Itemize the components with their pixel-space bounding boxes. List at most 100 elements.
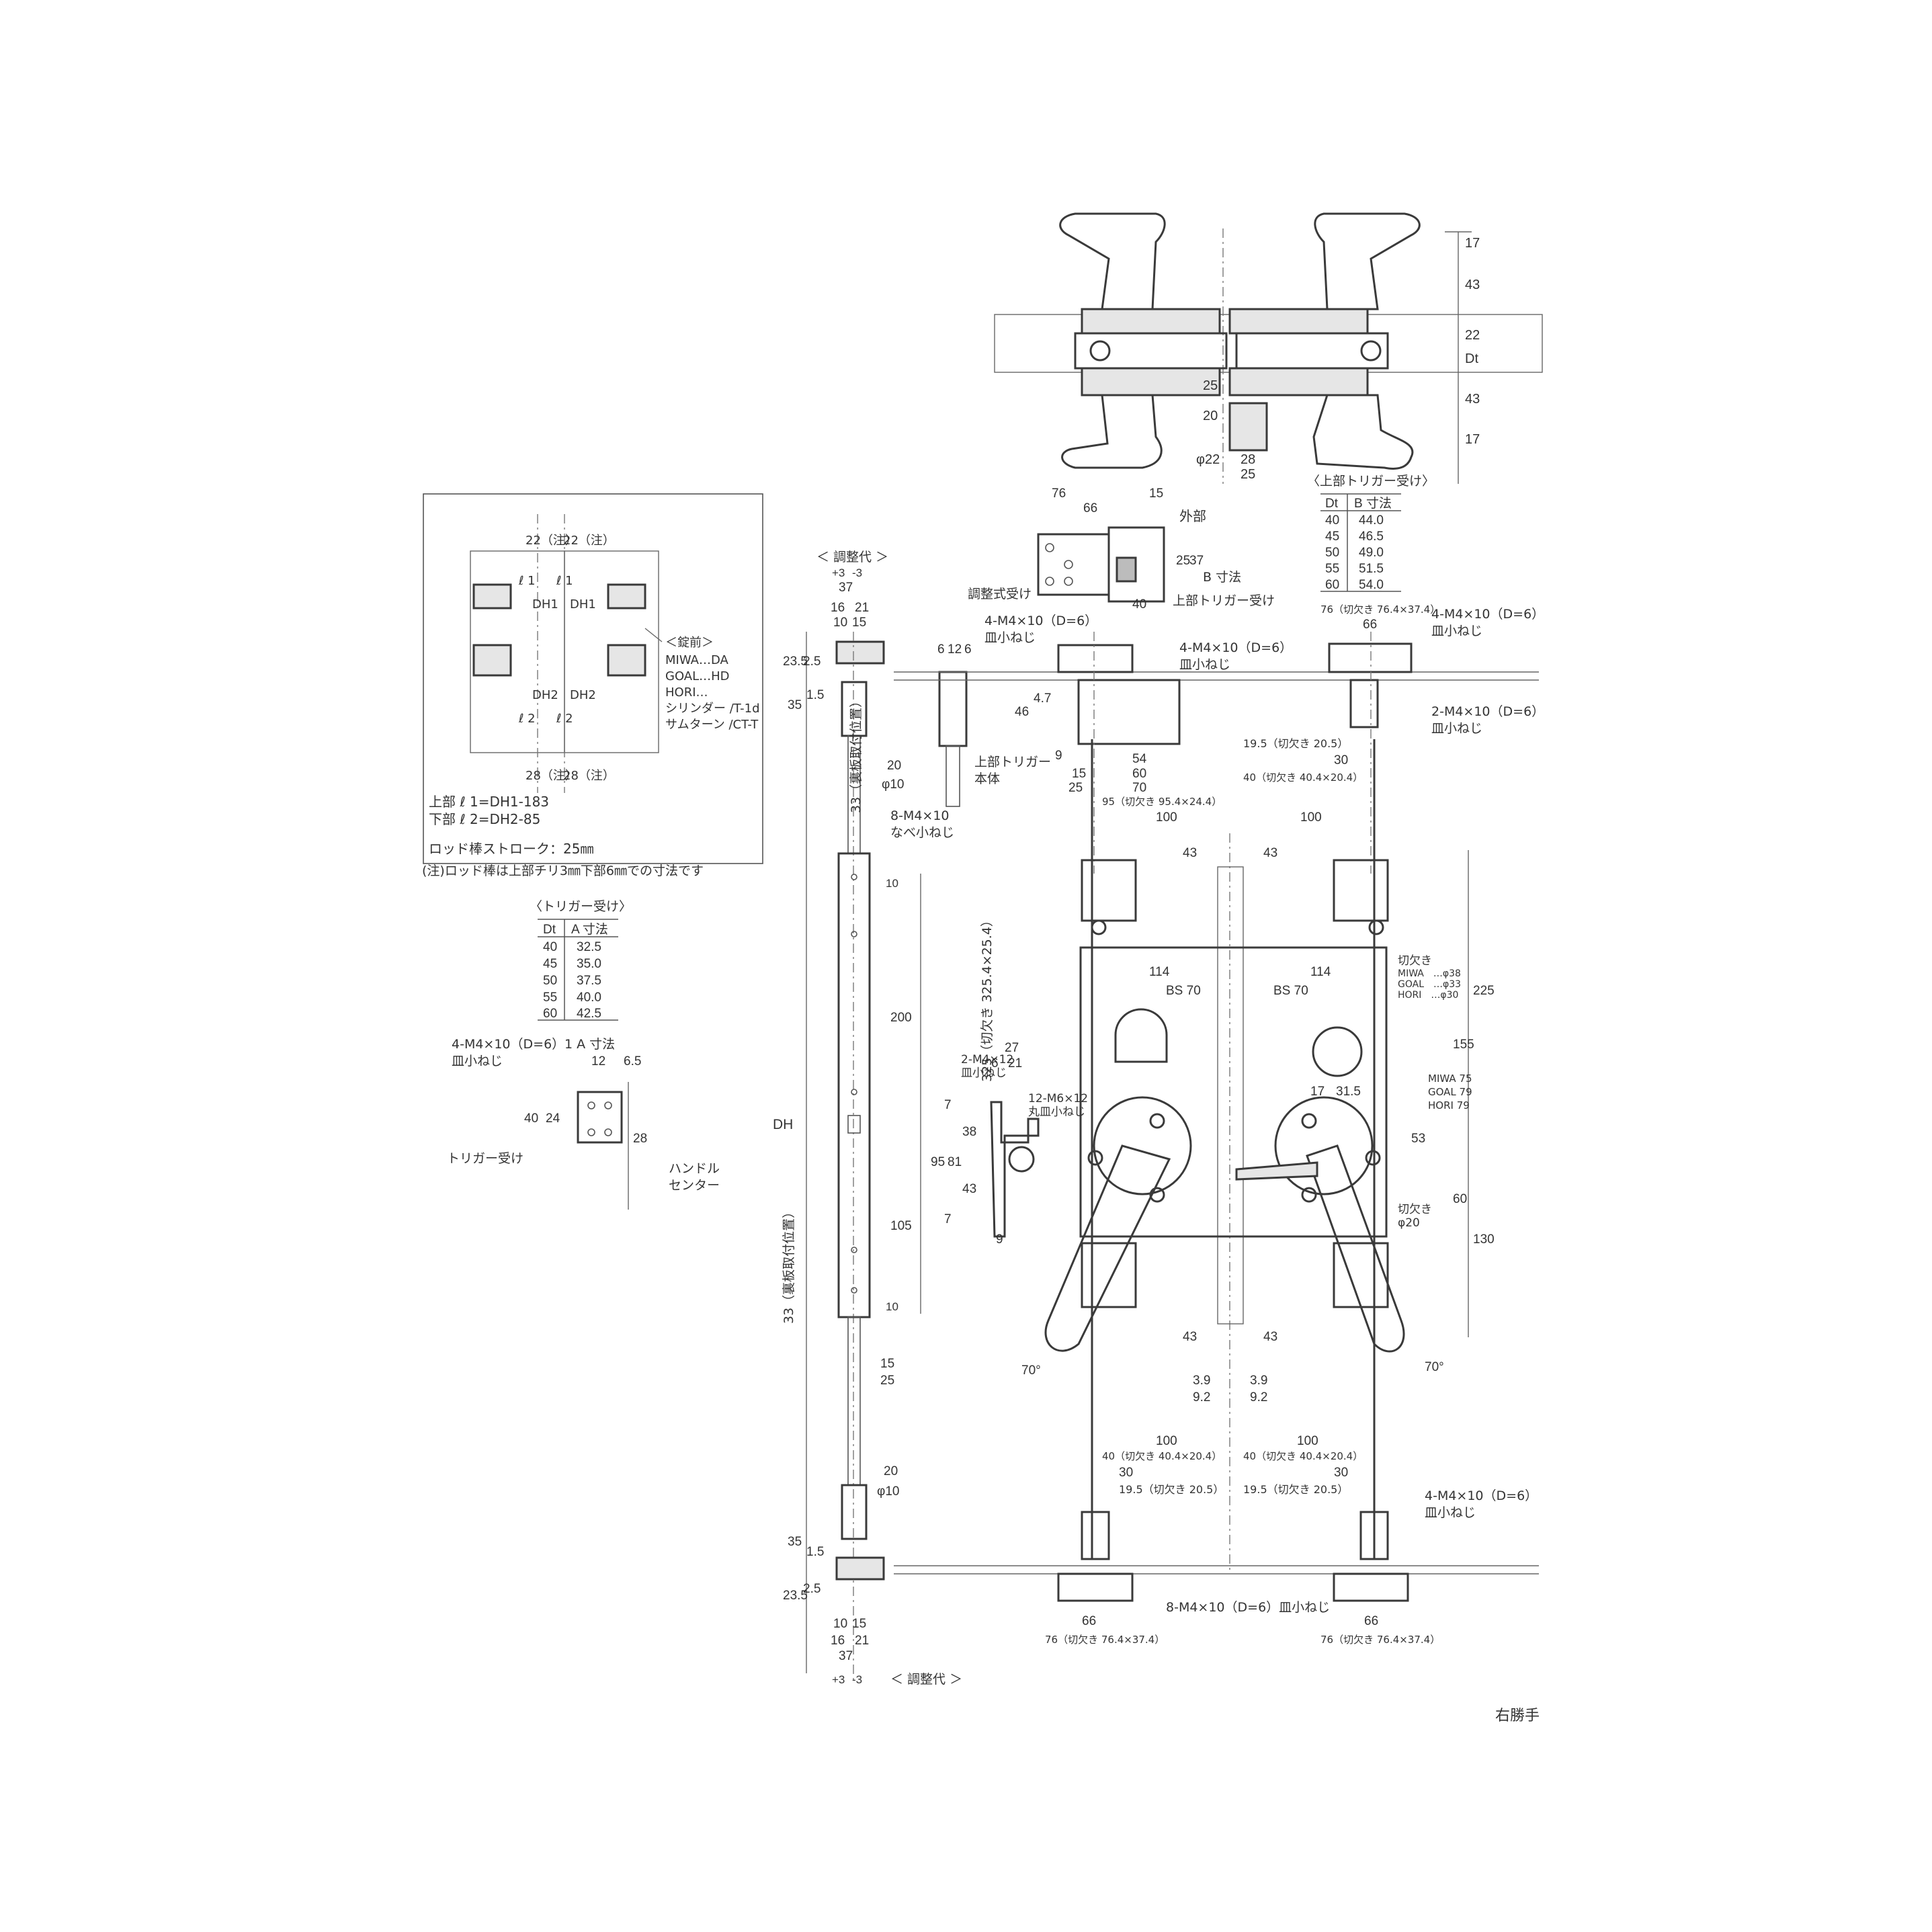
table-cell: 54.0 bbox=[1359, 578, 1384, 592]
dim: 40（切欠き 40.4×20.4） bbox=[1102, 1450, 1222, 1462]
dim: 30 bbox=[1334, 1466, 1348, 1480]
dim: 76（切欠き 76.4×37.4） bbox=[1320, 603, 1440, 616]
dim: 30 bbox=[1119, 1466, 1133, 1480]
cut-note: φ20 bbox=[1398, 1216, 1420, 1230]
dim: 25 bbox=[1176, 554, 1190, 568]
dim: 40（切欠き 40.4×20.4） bbox=[1243, 1450, 1363, 1462]
brand-dim: MIWA 75 bbox=[1428, 1073, 1472, 1085]
lock-front-line: MIWA…DA bbox=[665, 653, 729, 667]
pm-label: -3 bbox=[852, 1673, 862, 1686]
dim: φ10 bbox=[882, 778, 904, 792]
dim: 16 bbox=[831, 1634, 845, 1648]
table-cell: 49.0 bbox=[1359, 546, 1384, 560]
dim: 3.9 bbox=[1193, 1374, 1210, 1388]
screw-label: 4-M4×10（D=6） bbox=[1431, 607, 1544, 622]
lever-top-right bbox=[1314, 212, 1421, 310]
table-cell: 60 bbox=[543, 1007, 557, 1021]
dim: 10 bbox=[886, 877, 898, 890]
cutout-note: HORI …φ30 bbox=[1398, 990, 1458, 1001]
dim: 37 bbox=[839, 1649, 853, 1663]
dim: 19.5（切欠き 20.5） bbox=[1243, 1483, 1348, 1496]
dim: 37 bbox=[839, 581, 853, 595]
dim: 27 bbox=[1005, 1041, 1019, 1055]
dim: 43 bbox=[1263, 846, 1277, 860]
backset-label: BS 70 bbox=[1166, 984, 1201, 998]
screw-label: 皿小ねじ bbox=[1425, 1505, 1476, 1520]
dh1-label: DH1 bbox=[532, 597, 558, 612]
dim: 10 bbox=[886, 1300, 898, 1313]
dim: 25 bbox=[1068, 781, 1083, 795]
dim: 43 bbox=[1183, 846, 1197, 860]
top-view: 17 43 22 Dt 43 17 25 20 φ22 28 25 bbox=[994, 212, 1543, 484]
dim: 33（裏板取付位置） bbox=[782, 1206, 796, 1324]
dim: 76（切欠き 76.4×37.4） bbox=[1320, 1634, 1440, 1646]
note: 22（注） bbox=[526, 534, 577, 548]
dim: 16 bbox=[831, 601, 845, 615]
lock-front-line: GOAL…HD bbox=[665, 669, 730, 683]
dim: 10 bbox=[833, 1617, 847, 1631]
trigger-receiver-label: トリガー受け bbox=[447, 1151, 523, 1166]
dim: 95（切欠き 95.4×24.4） bbox=[1102, 796, 1222, 808]
dim: 21 bbox=[855, 1634, 869, 1648]
table-header: Dt bbox=[1325, 497, 1339, 511]
screw-label: 12-M6×12 bbox=[1028, 1092, 1088, 1105]
ell2-label: ℓ 2 bbox=[556, 712, 573, 726]
screw-label: 8-M4×10 bbox=[890, 808, 950, 823]
table-header: B 寸法 bbox=[1354, 496, 1392, 511]
dim: 9.2 bbox=[1193, 1390, 1210, 1404]
table-title: 〈上部トリガー受け〉 bbox=[1307, 474, 1435, 489]
dim: 66 bbox=[1363, 618, 1377, 632]
lock-bottom: 100 40（切欠き 40.4×20.4） 30 19.5（切欠き 20.5） … bbox=[894, 1434, 1539, 1646]
screw-label: 4-M4×10（D=6） bbox=[984, 614, 1097, 628]
hand-label: 右勝手 bbox=[1495, 1708, 1540, 1724]
dim: 9.2 bbox=[1250, 1390, 1267, 1404]
table-cell: 32.5 bbox=[577, 940, 601, 954]
dim: 7 bbox=[944, 1098, 952, 1112]
note: 28（注） bbox=[563, 769, 615, 783]
ell2-label: ℓ 2 bbox=[518, 712, 536, 726]
dim: 66 bbox=[1364, 1614, 1378, 1628]
screw-icon bbox=[1149, 1113, 1165, 1129]
dh2-label: DH2 bbox=[532, 688, 558, 702]
cylinder-cutout bbox=[1114, 1008, 1168, 1063]
dim: 81 bbox=[948, 1155, 962, 1169]
handle-center-label: センター bbox=[669, 1178, 720, 1193]
dim: 105 bbox=[890, 1219, 912, 1233]
screw-label: 皿小ねじ bbox=[961, 1066, 1007, 1080]
dim: 20 bbox=[884, 1464, 898, 1478]
dim: 28 bbox=[1241, 452, 1255, 467]
screw-icon bbox=[1087, 1150, 1103, 1166]
dim: 24 bbox=[546, 1111, 560, 1126]
brand-dim: GOAL 79 bbox=[1428, 1086, 1472, 1098]
dim: 15 bbox=[852, 616, 866, 630]
pm-label: +3 bbox=[832, 566, 845, 579]
lever-handle-left bbox=[1044, 1144, 1171, 1352]
dim: 66 bbox=[1083, 501, 1097, 515]
dim: 6 bbox=[964, 642, 972, 657]
dim: 25 bbox=[1241, 467, 1255, 482]
dim: 100 bbox=[1300, 810, 1322, 825]
dim: 200 bbox=[890, 1011, 912, 1025]
dim: 40（切欠き 40.4×20.4） bbox=[1243, 771, 1363, 784]
dim: 40 bbox=[1132, 597, 1146, 612]
dim: 43 bbox=[1263, 1330, 1277, 1344]
formula-bottom: 下部 ℓ 2=DH2-85 bbox=[429, 811, 540, 827]
dim: 19.5（切欠き 20.5） bbox=[1243, 737, 1348, 750]
screw-icon bbox=[1149, 1187, 1165, 1203]
table-cell: 37.5 bbox=[577, 974, 601, 988]
dim: 76（切欠き 76.4×37.4） bbox=[1045, 1634, 1165, 1646]
screw-label: 皿小ねじ bbox=[1431, 721, 1482, 736]
dim: 100 bbox=[1156, 1434, 1177, 1448]
dim: φ22 bbox=[1196, 452, 1220, 467]
dim: 46 bbox=[1015, 705, 1029, 719]
rod-stroke: ロッド棒ストローク：25㎜ bbox=[429, 841, 593, 857]
dim: 31.5 bbox=[1336, 1085, 1361, 1099]
dim: 100 bbox=[1297, 1434, 1318, 1448]
dim: 155 bbox=[1453, 1038, 1474, 1052]
screw-icon bbox=[1365, 1150, 1381, 1166]
dim: 54 bbox=[1132, 752, 1147, 766]
note: 22（注） bbox=[563, 534, 615, 548]
dim: 20 bbox=[1203, 409, 1218, 423]
rod-view: ＜ 調整代 ＞ +3 -3 37 16 21 10 15 23.5 2.5 35… bbox=[773, 550, 995, 1687]
dim: 43 bbox=[1465, 392, 1480, 407]
